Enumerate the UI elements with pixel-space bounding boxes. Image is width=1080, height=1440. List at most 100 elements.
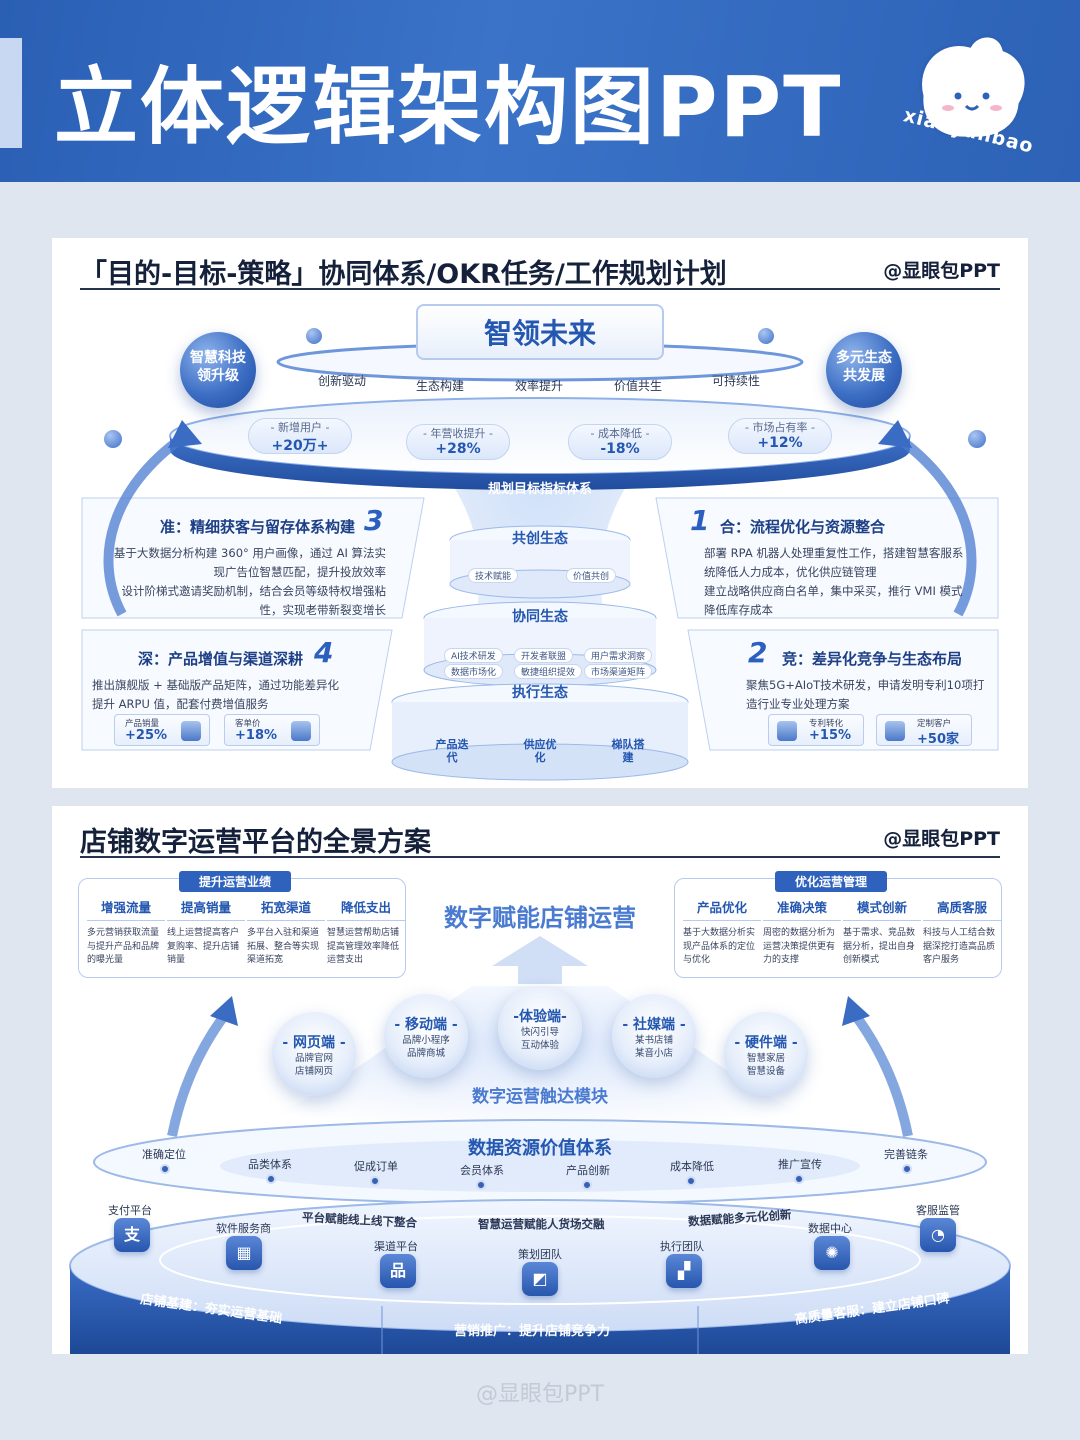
ring-node [476, 1180, 486, 1190]
image-icon: ◩ [522, 1262, 558, 1296]
page-header: 立体逻辑架构图PPT xianyanbao [0, 0, 1080, 182]
ring-label: 推广宣传 [778, 1158, 822, 1171]
panel-column: 模式创新基于需求、竞品数据分析，提出自身创新模式 [843, 897, 921, 981]
icon-label: 策划团队 [518, 1248, 562, 1261]
footer-watermark: @显眼包PPT [476, 1382, 604, 1407]
band-label: 规划目标指标体系 [487, 482, 592, 497]
ring-label: 会员体系 [460, 1164, 504, 1177]
icon-label: 数据中心 [808, 1222, 852, 1235]
panel-caption: 提升运营业绩 [179, 871, 292, 892]
card2-divider [80, 856, 1000, 858]
section-text: 基于大数据分析构建 360° 用户画像，通过 AI 算法实现广告位智慧匹配，提升… [113, 546, 386, 579]
metric-pill: - 新增用户 - +20万+ [248, 418, 352, 454]
module-title: 数字运营触达模块 [472, 1087, 608, 1107]
stat-box: 定制客户 +50家 [876, 714, 972, 747]
stat-box: 产品销量 +25% [114, 714, 210, 746]
ring-label: 促成订单 [354, 1160, 398, 1173]
base-label: 产品迭代 [435, 738, 469, 764]
ring-node [794, 1174, 804, 1184]
section-text: 部署 RPA 机器人处理重复性工作，搭建智慧客服系统降低人力成本，优化供应链管理 [704, 546, 964, 579]
metric-pill: - 成本降低 - -18% [568, 424, 672, 460]
header-accent-bar [0, 38, 22, 148]
channel-bubble: - 移动端 - 品牌小程序 品牌商城 [384, 994, 468, 1078]
pie-icon: ◔ [920, 1218, 956, 1252]
panel-column: 增强流量多元营销获取流量与提升产品和品牌的曝光量 [87, 897, 165, 981]
mid-label: 智慧运营赋能人货场交融 [478, 1217, 605, 1231]
panel-column: 产品优化基于大数据分析实现产品体系的定位与优化 [683, 897, 761, 981]
base-label: 供应优化 [523, 738, 557, 764]
deco-dot [758, 328, 774, 344]
icon-label: 软件服务商 [216, 1222, 271, 1235]
section-number: 2 [748, 636, 768, 669]
ring-label: 价值共生 [614, 379, 663, 393]
ring-label: 生态构建 [416, 379, 465, 393]
ring-node [370, 1176, 380, 1186]
section-text: 设计阶梯式邀请奖励机制，结合会员等级特权增强粘性，实现老带新裂变增长 [121, 584, 387, 617]
page-title: 立体逻辑架构图PPT [54, 58, 843, 156]
section-text: 建立战略供应商白名单，集中采买，推行 VMI 模式降低库存成本 [704, 584, 963, 617]
card1-title: 「目的-目标-策略」协同体系/OKR任务/工作规划计划 [80, 259, 727, 290]
deco-dot [968, 430, 986, 448]
tier-tag: 开发者联盟 [514, 648, 574, 663]
section-title: 深：产品增值与渠道深耕 [138, 650, 304, 668]
ring-label: 产品创新 [566, 1164, 610, 1177]
ring-label: 准确定位 [142, 1148, 186, 1161]
store-icon: ▦ [226, 1236, 262, 1270]
ring-label: 完善链条 [884, 1148, 928, 1161]
channel-bubble: - 硬件端 - 智慧家居 智慧设备 [724, 1012, 808, 1096]
card1-divider [80, 288, 1000, 290]
left-panel: 提升运营业绩 增强流量多元营销获取流量与提升产品和品牌的曝光量 提高销量线上运营… [78, 871, 406, 981]
section-number: 3 [364, 504, 384, 537]
ring-node [266, 1174, 276, 1184]
deco-dot [306, 328, 322, 344]
ring-node [160, 1164, 170, 1174]
tier-title: 协同生态 [512, 609, 568, 625]
okr-card: 「目的-目标-策略」协同体系/OKR任务/工作规划计划 @显眼包PPT 智领未来… [52, 238, 1028, 788]
base-label: 梯队搭建 [611, 738, 645, 764]
section-text: 推出旗舰版 + 基础版产品矩阵，通过功能差异化提升 ARPU 值，配套付费增值服… [92, 678, 339, 711]
metric-pill: - 年营收提升 - +28% [406, 424, 510, 460]
ring-label: 成本降低 [670, 1160, 714, 1173]
banner-box: 智领未来 [416, 304, 664, 360]
icon-label: 客服监管 [916, 1204, 960, 1217]
data-icon: ✺ [814, 1236, 850, 1270]
ring-label: 创新驱动 [318, 374, 367, 388]
chart-icon [181, 721, 201, 741]
panel-column: 提高销量线上运营提高客户复购率、提升店铺销量 [167, 897, 245, 981]
right-ball: 多元生态共发展 [826, 332, 902, 408]
stat-box: 客单价 +18% [224, 714, 320, 746]
panel-column: 拓宽渠道多平台入驻和渠道拓展、整合等实现渠道拓宽 [247, 897, 325, 981]
panel-column: 高质客服科技与人工结合数据深挖打造高品质客户服务 [923, 897, 1001, 981]
section-title: 准：精细获客与留存体系构建 [160, 518, 356, 536]
icon-label: 执行团队 [660, 1240, 704, 1253]
section-title: 竞：差异化竞争与生态布局 [782, 650, 963, 668]
user-icon [291, 721, 311, 741]
customer-icon [885, 721, 905, 741]
tier-tag: 市场渠道矩阵 [584, 664, 653, 679]
panel-column: 准确决策周密的数据分析为运营决策提供更有力的支撑 [763, 897, 841, 981]
tier-tag: 技术赋能 [468, 568, 519, 583]
ring-label: 可持续性 [712, 374, 761, 388]
tier-tag: 价值共创 [566, 568, 617, 583]
section-number: 4 [314, 636, 334, 669]
stat-box: 专利转化 +15% [768, 714, 864, 746]
ring-node [582, 1180, 592, 1190]
ring-node [686, 1176, 696, 1186]
tier-tag: 用户需求洞察 [584, 648, 653, 663]
tier-tag: AI技术研发 [444, 648, 503, 663]
channel-bubble: - 网页端 - 品牌官网 店铺网页 [272, 1012, 356, 1096]
apps-icon: ▞ [666, 1254, 702, 1288]
tier-title: 共创生态 [512, 531, 568, 547]
card2-title: 店铺数字运营平台的全景方案 [80, 827, 431, 858]
card2-handle: @显眼包PPT [883, 828, 1000, 850]
left-ball: 智慧科技领升级 [180, 332, 256, 408]
icon-label: 渠道平台 [374, 1240, 418, 1253]
card1-backdrop [81, 342, 999, 751]
tier-tag: 敏捷组织提效 [514, 664, 583, 679]
mascot-logo-icon [919, 34, 1028, 140]
card1-handle: @显眼包PPT [883, 260, 1000, 282]
channel-bubble: -体验端- 快闪引导 互动体验 [498, 986, 582, 1070]
tier-title: 执行生态 [512, 685, 568, 701]
store-card: 店铺数字运营平台的全景方案 @显眼包PPT 提升运营业绩 增强流量多元营销获取流… [52, 806, 1028, 1354]
channel-bubble: - 社媒端 - 某书店铺 某音小店 [612, 994, 696, 1078]
